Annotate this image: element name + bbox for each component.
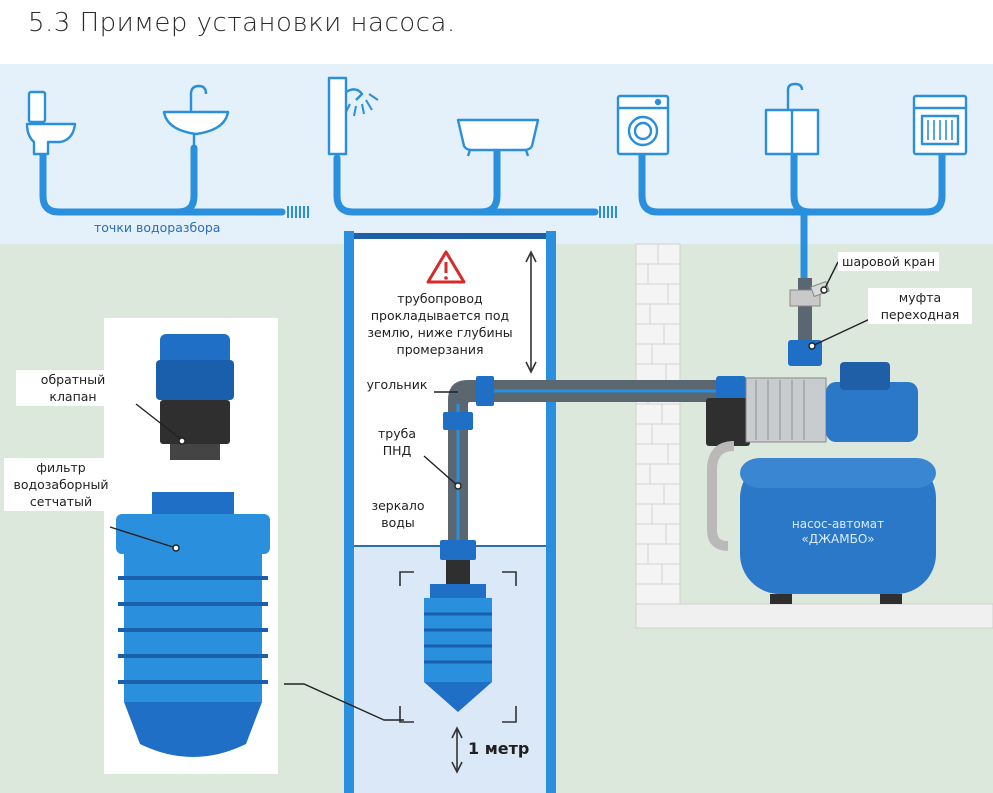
pressure-tank [740, 458, 936, 604]
filter-brackets [399, 571, 517, 723]
sink-icon [162, 84, 230, 148]
brick-wall [635, 243, 993, 629]
underground-pipe [440, 376, 716, 584]
washing-machine-icon [616, 94, 670, 156]
depth-arrows [451, 250, 537, 774]
pipe-note-label: трубопровод прокладывается под землю, ни… [367, 291, 513, 357]
shower-icon [327, 76, 379, 156]
page-title: 5.3 Пример установки насоса. [28, 8, 456, 38]
pump-label: насос-автомат «ДЖАМБО» [791, 517, 885, 546]
well-filter [424, 584, 492, 712]
consumer-points-label: точки водоразбора [94, 220, 221, 235]
toilet-icon [25, 90, 77, 156]
inset-panel [104, 318, 278, 774]
check-valve-label: обратный клапан [16, 370, 130, 406]
elbow-label: угольник [366, 377, 428, 392]
filter-body [116, 492, 270, 757]
ball-valve-label: шаровой кран [838, 252, 940, 271]
bathtub-icon [456, 118, 540, 157]
pipe-dashes [287, 206, 617, 218]
filter-label: фильтр водозаборный сетчатый [4, 458, 118, 511]
water-level-label: зеркало воды [371, 498, 425, 530]
hdpe-pipe-label: труба ПНД [378, 426, 416, 458]
kitchen-sink-icon [764, 82, 820, 156]
check-valve [156, 334, 234, 460]
floor-slab [635, 603, 993, 629]
leader-lines [109, 261, 873, 721]
adapter-label: муфта переходная [868, 288, 972, 324]
supply-pipes [39, 144, 946, 296]
depth-label: 1 метр [468, 739, 530, 758]
dishwasher-icon [912, 94, 968, 156]
warning-icon [426, 250, 466, 284]
